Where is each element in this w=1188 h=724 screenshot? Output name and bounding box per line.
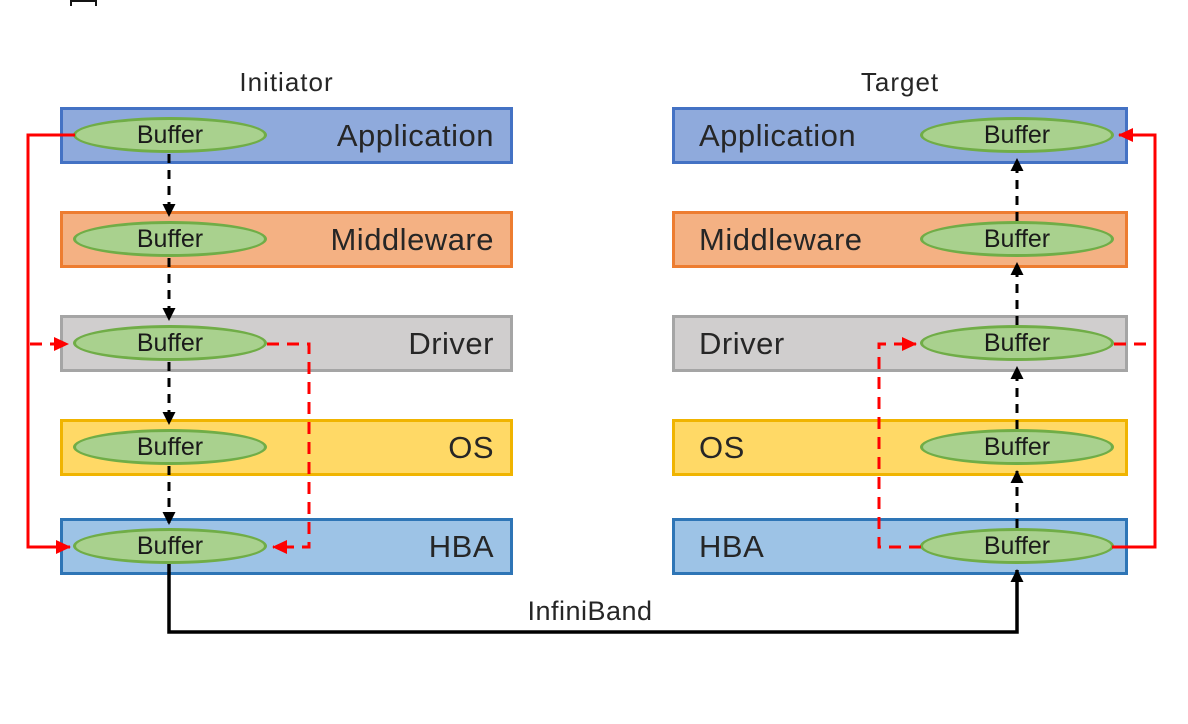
layer-box-target-os: OS Buffer (672, 419, 1128, 476)
buffer-ellipse-target-hba: Buffer (920, 528, 1114, 564)
layer-box-target-middleware: Middleware Buffer (672, 211, 1128, 268)
buffer-ellipse-initiator-middleware: Buffer (73, 221, 267, 257)
layer-label-initiator-middleware: Middleware (330, 222, 494, 257)
column-title-target: Target (860, 67, 940, 97)
layer-label-target-driver: Driver (699, 326, 785, 361)
layer-box-target-driver: Driver Buffer (672, 315, 1128, 372)
buffer-ellipse-target-middleware: Buffer (920, 221, 1114, 257)
buffer-ellipse-initiator-application: Buffer (73, 117, 267, 153)
layer-label-target-hba: HBA (699, 529, 765, 564)
interconnect-label: InfiniBand (527, 596, 653, 626)
layer-label-initiator-driver: Driver (408, 326, 494, 361)
layer-box-target-hba: HBA Buffer (672, 518, 1128, 575)
layer-label-initiator-os: OS (448, 430, 494, 465)
layer-box-initiator-middleware: Buffer Middleware (60, 211, 513, 268)
layer-label-target-application: Application (699, 118, 857, 153)
layer-label-target-middleware: Middleware (699, 222, 863, 257)
buffer-ellipse-target-application: Buffer (920, 117, 1114, 153)
buffer-ellipse-initiator-os: Buffer (73, 429, 267, 465)
layer-box-initiator-application: Buffer Application (60, 107, 513, 164)
layer-label-initiator-application: Application (336, 118, 494, 153)
column-title-initiator: Initiator (239, 67, 334, 97)
buffer-ellipse-initiator-driver: Buffer (73, 325, 267, 361)
buffer-ellipse-target-os: Buffer (920, 429, 1114, 465)
layer-label-target-os: OS (699, 430, 745, 465)
layer-box-initiator-hba: Buffer HBA (60, 518, 513, 575)
layer-label-initiator-hba: HBA (428, 529, 494, 564)
buffer-ellipse-target-driver: Buffer (920, 325, 1114, 361)
layer-box-initiator-os: Buffer OS (60, 419, 513, 476)
layer-box-target-application: Application Buffer (672, 107, 1128, 164)
buffer-ellipse-initiator-hba: Buffer (73, 528, 267, 564)
layer-box-initiator-driver: Buffer Driver (60, 315, 513, 372)
cropped-rectangle-shape (70, 0, 97, 6)
